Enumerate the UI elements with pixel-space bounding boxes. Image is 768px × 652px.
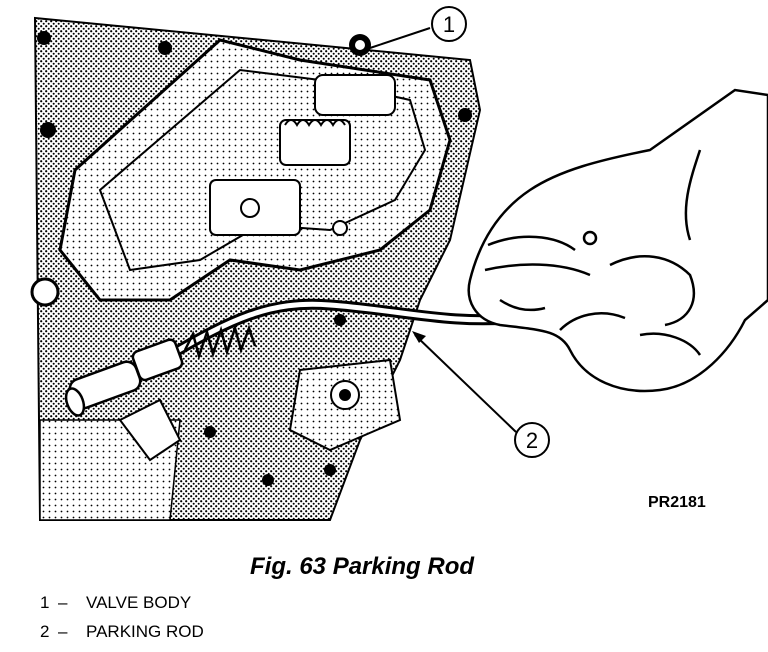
legend-item-parking-rod: 2–PARKING ROD: [40, 622, 204, 642]
shift-linkage: [118, 358, 402, 462]
callout-1: 1: [369, 6, 467, 49]
legend-label: PARKING ROD: [86, 622, 204, 641]
legend-number: 2: [40, 622, 50, 641]
figure-caption: Fig. 63 Parking Rod: [250, 553, 475, 580]
valve-body: [58, 34, 452, 302]
callout-2-number: 2: [526, 428, 538, 453]
legend-dash: –: [58, 593, 68, 612]
callout-2: 2: [412, 331, 550, 458]
legend-item-valve-body: 1–VALVE BODY: [40, 593, 191, 613]
legend-label: VALVE BODY: [86, 593, 192, 612]
legend-dash: –: [58, 622, 68, 641]
figure-code: PR2181: [648, 494, 706, 511]
parking-rod-illustration: 1 2: [30, 6, 768, 521]
legend-number: 1: [40, 593, 50, 612]
hand: [467, 88, 768, 393]
callout-1-number: 1: [443, 12, 455, 37]
